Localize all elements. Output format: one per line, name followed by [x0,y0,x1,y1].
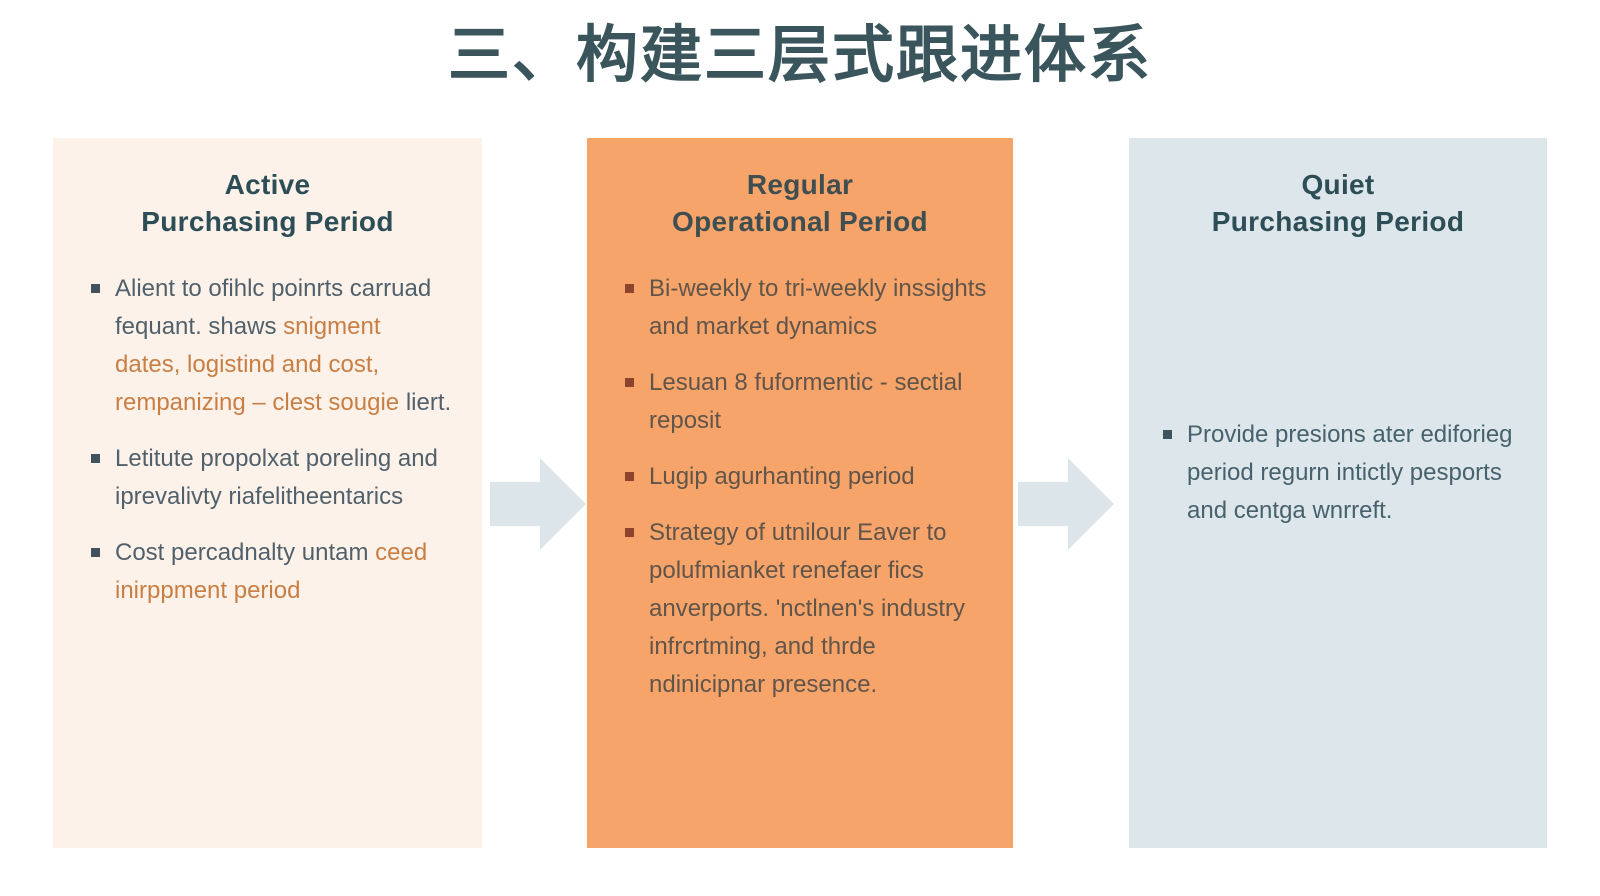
column-active-purchasing: Active Purchasing Period Alient to ofihl… [53,138,482,848]
bullet-text: Provide presions ater ediforieg period r… [1187,421,1513,524]
bullet-text: liert. [405,389,452,416]
column-header: Quiet Purchasing Period [1129,138,1547,240]
bullet-text: Lesuan 8 fuformentic - sectial reposit [649,369,963,434]
column-header-line2: Purchasing Period [1211,206,1465,237]
bullet-list: Alient to ofihlc poinrts carruad fequant… [53,270,482,610]
bullet-text: Lugip agurhanting period [649,463,915,490]
column-header-line1: Quiet [1301,169,1375,200]
column-header-line1: Active [224,169,311,200]
column-quiet-purchasing: Quiet Purchasing Period Provide presions… [1129,138,1547,848]
bullet-text: Strategy of utnilour Eaver to polufmiank… [649,519,965,698]
bullet-text-accent: ceed inirppment period [115,539,428,604]
bullet-item: Letitute propolxat poreling and iprevali… [91,440,452,516]
bullet-text: Bi-weekly to tri-weekly inssights and ma… [649,275,987,340]
bullet-item: Strategy of utnilour Eaver to polufmiank… [625,514,987,704]
column-header-line1: Regular [746,169,854,200]
column-regular-operational: Regular Operational Period Bi-weekly to … [587,138,1013,848]
bullet-item: Alient to ofihlc poinrts carruad fequant… [91,270,452,422]
bullet-text: Cost percadnalty untam [115,539,376,566]
bullet-item: Provide presions ater ediforieg period r… [1163,416,1521,530]
bullet-text: Alient to ofihlc poinrts carruad fequant… [115,275,432,340]
column-header: Regular Operational Period [587,138,1013,240]
page-title: 三、构建三层式跟进体系 [447,21,1152,90]
bullet-text-accent: snigment dates, logistind and cost, remp… [115,313,406,416]
bullet-item: Lesuan 8 fuformentic - sectial reposit [625,364,987,440]
column-header-line2: Purchasing Period [141,206,394,237]
bullet-text: Letitute propolxat poreling and iprevali… [115,445,438,510]
bullet-list: Bi-weekly to tri-weekly inssights and ma… [587,270,1013,704]
bullet-list: Provide presions ater ediforieg period r… [1129,416,1547,530]
right-arrow-icon [1018,458,1114,550]
bullet-item: Lugip agurhanting period [625,458,987,496]
column-header: Active Purchasing Period [53,138,482,240]
bullet-item: Cost percadnalty untam ceed inirppment p… [91,534,452,610]
right-arrow-icon [490,458,586,550]
bullet-item: Bi-weekly to tri-weekly inssights and ma… [625,270,987,346]
column-header-line2: Operational Period [672,206,928,237]
